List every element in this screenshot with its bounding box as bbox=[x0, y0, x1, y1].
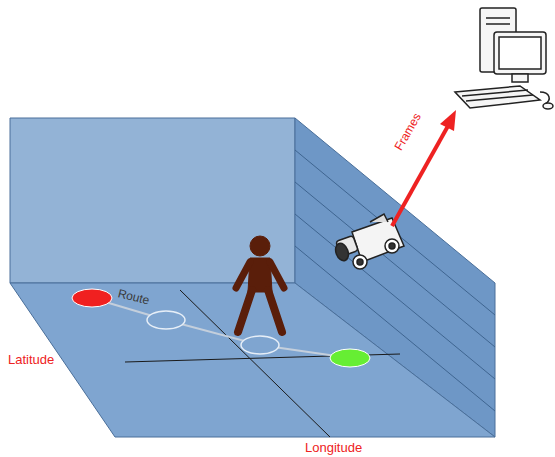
route-point bbox=[147, 311, 185, 329]
text-label: Longitude bbox=[305, 440, 362, 455]
arrow-head bbox=[440, 110, 456, 131]
text-label: Latitude bbox=[8, 352, 54, 367]
computer-symbol bbox=[455, 8, 553, 109]
route-end bbox=[330, 349, 370, 367]
route-point bbox=[241, 336, 279, 354]
person-figure bbox=[236, 236, 284, 332]
text-label: Frames bbox=[392, 111, 425, 154]
route-start bbox=[72, 289, 112, 307]
route-line bbox=[92, 298, 350, 358]
floor bbox=[10, 283, 495, 437]
longitude-axis bbox=[180, 290, 330, 437]
